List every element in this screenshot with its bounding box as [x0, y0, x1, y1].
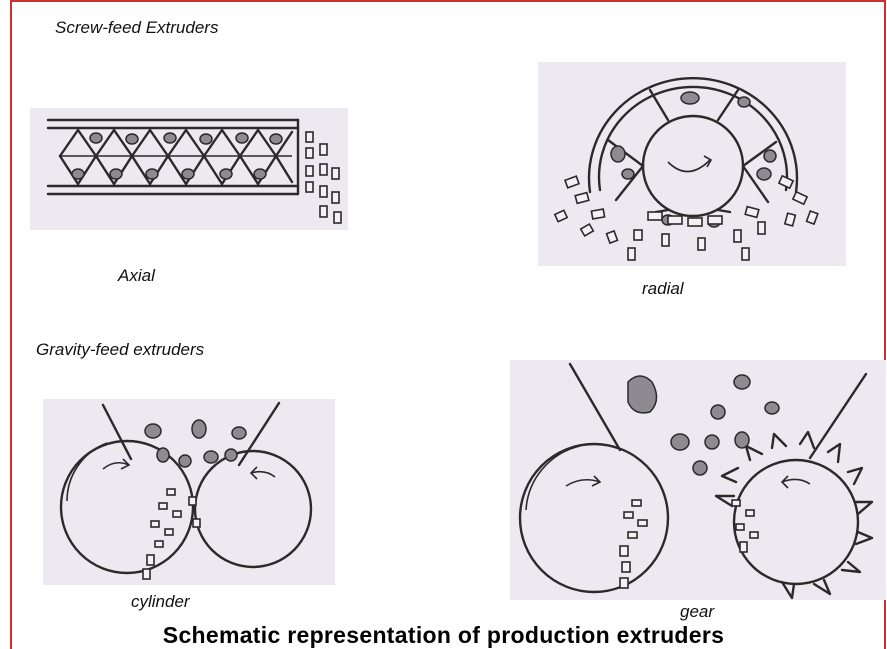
- gear-extruder-sketch: [510, 360, 886, 600]
- axial-caption: Axial: [118, 266, 155, 286]
- screw-feed-heading: Screw-feed Extruders: [55, 18, 218, 38]
- axial-extruder-sketch: [30, 108, 348, 230]
- radial-extruder-sketch: [538, 62, 846, 266]
- radial-caption: radial: [642, 279, 684, 299]
- gravity-feed-heading: Gravity-feed extruders: [36, 340, 204, 360]
- gear-caption: gear: [680, 602, 714, 622]
- cylinder-extruder-sketch: [43, 399, 335, 585]
- page-title: Schematic representation of production e…: [0, 622, 887, 649]
- cylinder-caption: cylinder: [131, 592, 190, 612]
